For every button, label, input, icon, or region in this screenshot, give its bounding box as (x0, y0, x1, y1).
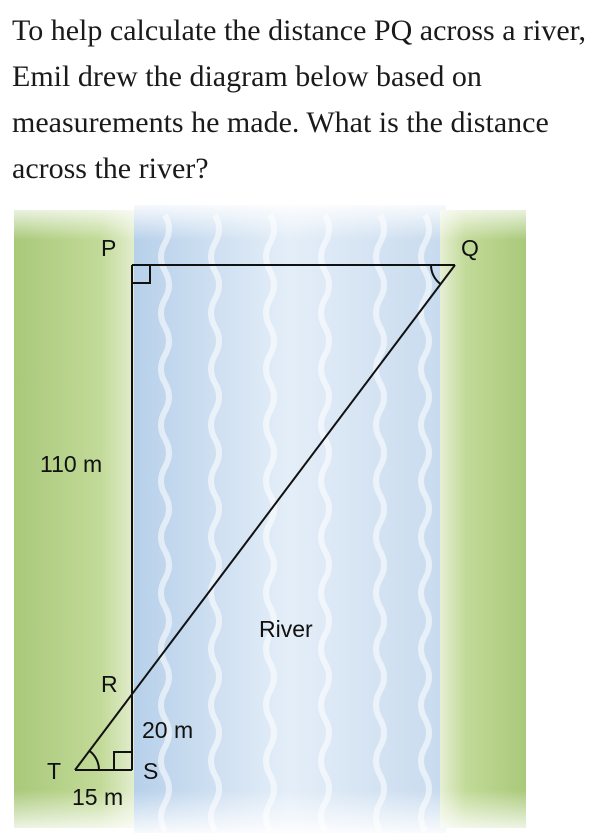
angle-marks (88, 264, 442, 771)
angle-arc-q (430, 264, 442, 285)
right-angle-p (132, 265, 151, 284)
triangle-lines (74, 264, 456, 771)
point-label-p: P (101, 235, 116, 261)
measure-rs: 20 m (142, 717, 193, 743)
river-water (134, 205, 446, 833)
point-label-s: S (143, 758, 158, 784)
segment-qt (74, 264, 456, 771)
water-ripples (158, 213, 432, 833)
river-label: River (259, 616, 313, 642)
river-background (0, 200, 610, 838)
point-label-r: R (101, 671, 118, 697)
right-angle-s (113, 751, 132, 770)
top-fade (0, 200, 610, 240)
measure-ts: 15 m (72, 784, 123, 810)
bottom-fade (0, 790, 610, 838)
diagram-labels: P Q R S T 110 m 20 m 15 m River (40, 235, 479, 810)
angle-arc-t (88, 750, 100, 771)
right-bank (440, 210, 526, 828)
question-text: To help calculate the distance PQ across… (12, 14, 586, 185)
point-label-t: T (47, 758, 61, 784)
measure-pr: 110 m (40, 451, 102, 477)
left-bank (14, 210, 138, 828)
point-label-q: Q (461, 235, 479, 261)
